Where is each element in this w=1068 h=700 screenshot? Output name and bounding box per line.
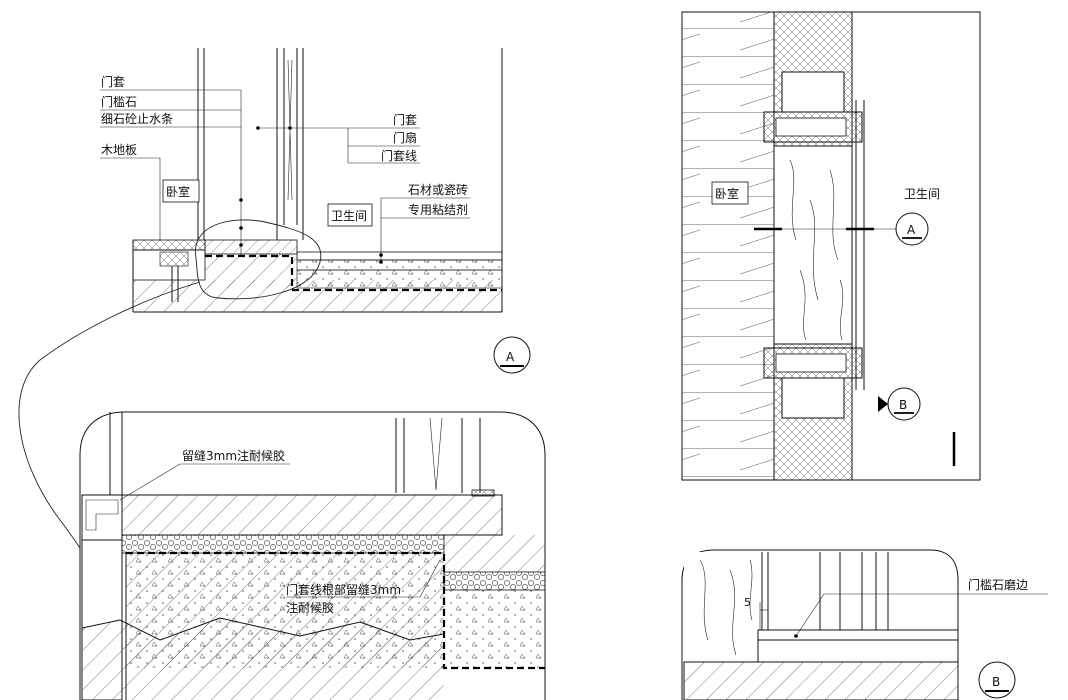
note-casing-root-line1: 门套线根部留缝3mm xyxy=(286,582,401,597)
label-wood-floor: 木地板 xyxy=(101,143,137,157)
note-casing-root-line2: 注耐候胶 xyxy=(286,600,334,615)
plan-view: 卧室 卫生间 A B xyxy=(681,11,981,481)
marker-b-label: B xyxy=(992,675,1000,689)
plan-label-bedroom: 卧室 xyxy=(715,186,739,201)
section-marker-b: B xyxy=(978,661,1016,699)
section-b-dimension: 5 xyxy=(744,596,751,609)
label-water-stop: 细石砼止水条 xyxy=(101,112,173,126)
section-a: 门套 门槛石 细石砼止水条 木地板 卧室 卫生间 门套 门扇 门套线 石材或瓷砖… xyxy=(100,48,531,374)
detail-enlarged: 留缝3mm注耐候胶 门套线根部留缝3mm 注耐候胶 xyxy=(79,411,546,700)
label-bathroom-a: 卫生间 xyxy=(331,209,367,223)
label-adhesive: 专用粘结剂 xyxy=(408,202,468,217)
marker-a-label: A xyxy=(506,350,515,364)
label-door-casing-right: 门套 xyxy=(393,112,417,127)
note-sealant-gap: 留缝3mm注耐候胶 xyxy=(182,448,285,463)
section-b: 5 门槛石磨边 B xyxy=(681,549,1048,700)
plan-label-bathroom: 卫生间 xyxy=(904,187,940,201)
section-marker-a: A xyxy=(493,336,531,374)
label-stone-or-tile: 石材或瓷砖 xyxy=(408,182,468,197)
label-door-leaf: 门扇 xyxy=(393,130,417,145)
label-door-casing-left: 门套 xyxy=(101,74,125,89)
plan-marker-a-label: A xyxy=(907,223,916,237)
label-threshold-stone: 门槛石 xyxy=(101,94,137,109)
label-casing-trim: 门套线 xyxy=(381,148,417,163)
plan-marker-b-label: B xyxy=(899,398,907,412)
label-bedroom-a: 卧室 xyxy=(166,184,190,199)
plan-marker-b: B xyxy=(878,387,921,421)
callout-connector xyxy=(18,281,201,549)
label-threshold-edging: 门槛石磨边 xyxy=(968,577,1028,592)
plan-marker-a: A xyxy=(895,212,929,246)
